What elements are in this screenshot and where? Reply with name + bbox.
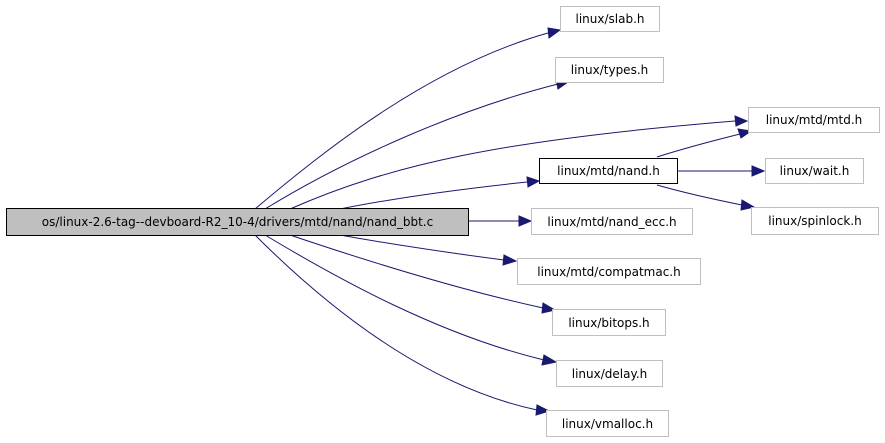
- node-label-slab: linux/slab.h: [575, 12, 645, 26]
- edge-main-to-delay: [264, 234, 545, 361]
- edge-nand-to-spinlock: [656, 184, 743, 206]
- edge-main-to-types: [264, 83, 559, 210]
- arrowhead-delay: [541, 354, 558, 366]
- arrowhead-spinlock: [740, 199, 756, 211]
- node-label-spinlock: linux/spinlock.h: [768, 214, 862, 228]
- arrowhead-nand-mtd: [737, 128, 753, 139]
- arrowhead-mtd: [734, 115, 749, 127]
- arrowhead-slab: [547, 27, 562, 39]
- node-label-delay: linux/delay.h: [571, 366, 648, 381]
- node-compatmac-h[interactable]: linux/mtd/compatmac.h: [517, 258, 701, 285]
- node-label-nand-ecc: linux/mtd/nand_ecc.h: [547, 214, 677, 229]
- node-label-mtd: linux/mtd/mtd.h: [765, 113, 863, 127]
- node-label-vmalloc: linux/vmalloc.h: [561, 416, 654, 431]
- node-mtd-h[interactable]: linux/mtd/mtd.h: [748, 107, 880, 133]
- node-delay-h[interactable]: linux/delay.h: [556, 360, 663, 387]
- node-label-types: linux/types.h: [570, 63, 649, 77]
- node-label-wait: linux/wait.h: [779, 164, 850, 178]
- node-wait-h[interactable]: linux/wait.h: [765, 158, 864, 184]
- arrowhead-nand-ecc: [518, 215, 533, 227]
- node-spinlock-h[interactable]: linux/spinlock.h: [751, 207, 879, 235]
- node-label-bitops: linux/bitops.h: [568, 315, 650, 330]
- arrowhead-vmalloc: [535, 404, 551, 416]
- node-nand-h[interactable]: linux/mtd/nand.h: [539, 158, 678, 184]
- arrowhead-compatmac: [502, 254, 518, 266]
- node-label-compatmac: linux/mtd/compatmac.h: [537, 264, 681, 279]
- arrowhead-nand: [526, 176, 541, 188]
- node-bitops-h[interactable]: linux/bitops.h: [552, 309, 666, 336]
- arrowhead-wait: [751, 165, 766, 177]
- node-label-main: os/linux-2.6-tag--devboard-R2_10-4/drive…: [41, 215, 434, 229]
- node-slab-h[interactable]: linux/slab.h: [560, 6, 660, 32]
- edge-main-to-nand: [339, 181, 528, 210]
- edge-main-to-slab: [254, 32, 549, 210]
- node-vmalloc-h[interactable]: linux/vmalloc.h: [546, 410, 669, 437]
- edge-main-to-bitops: [289, 234, 544, 309]
- node-nand-bbt-c: os/linux-2.6-tag--devboard-R2_10-4/drive…: [6, 208, 469, 236]
- edge-nand-to-mtd: [656, 133, 741, 158]
- arrowhead-bitops: [541, 302, 557, 314]
- edge-main-to-mtd: [289, 120, 736, 210]
- node-nand-ecc-h[interactable]: linux/mtd/nand_ecc.h: [531, 208, 693, 235]
- node-types-h[interactable]: linux/types.h: [555, 57, 664, 83]
- edge-main-to-vmalloc: [254, 234, 538, 411]
- edge-main-to-compatmac: [339, 234, 505, 261]
- node-label-nand: linux/mtd/nand.h: [557, 164, 660, 178]
